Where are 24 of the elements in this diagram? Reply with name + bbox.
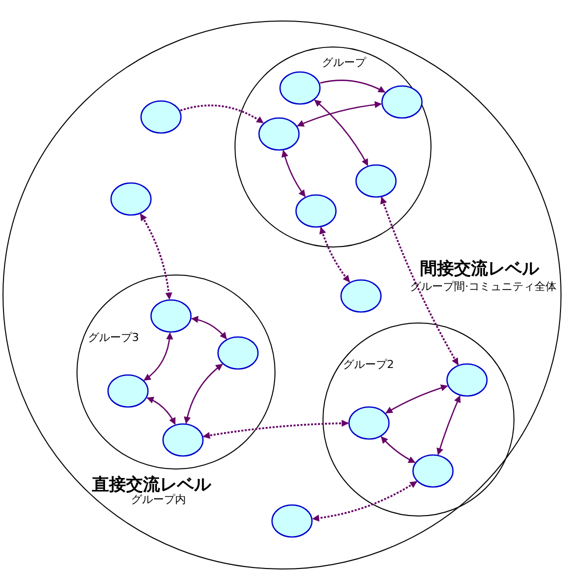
level-subheading: グループ内	[131, 494, 186, 506]
arrow	[314, 100, 368, 166]
arrow	[380, 436, 416, 463]
group-label: グループ	[322, 57, 366, 70]
dotted-arrow	[312, 480, 418, 522]
dotted-arrow	[140, 214, 172, 300]
arrow	[144, 332, 173, 381]
arrow	[282, 150, 306, 198]
arrow	[296, 101, 382, 127]
dotted-arrow	[380, 196, 459, 366]
dotted-arrow	[180, 104, 264, 124]
level-subheading: グループ間·コミュニティ全体	[410, 281, 556, 294]
arrow	[320, 80, 386, 93]
level-heading: 直接交流レベル	[92, 476, 211, 495]
arrow	[146, 397, 176, 425]
level-heading: 間接交流レベル	[420, 260, 539, 279]
arrow	[191, 316, 227, 340]
group-label: グループ3	[88, 332, 139, 344]
dotted-arrow	[202, 420, 349, 439]
arrow	[385, 384, 448, 414]
dotted-arrow	[319, 226, 350, 282]
arrow	[184, 364, 223, 424]
arrow	[436, 395, 461, 456]
group-label: グループ2	[343, 359, 394, 372]
